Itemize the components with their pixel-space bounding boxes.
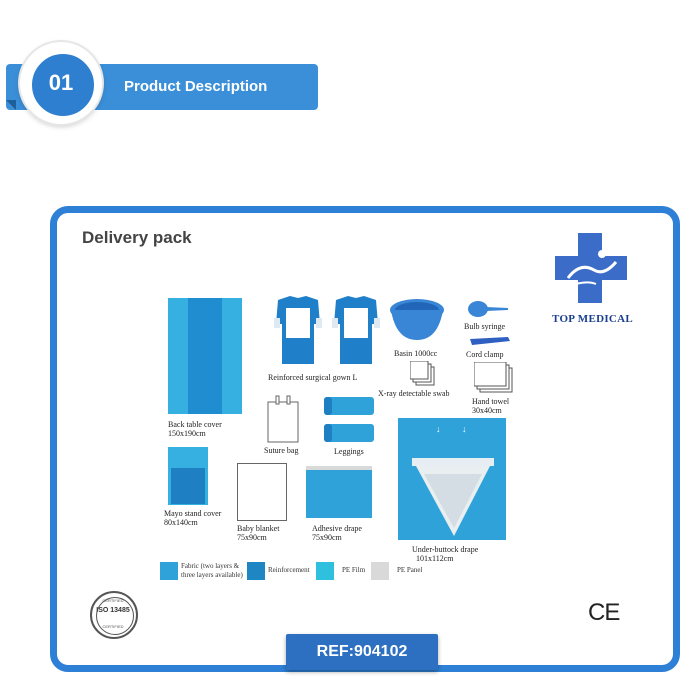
under-buttock-drape-size: 101x112cm [416, 554, 454, 563]
surgical-gown-image [274, 296, 380, 364]
number-badge-inner [30, 52, 96, 118]
iso-certified-bottom: CERTIFIED [102, 624, 124, 629]
mayo-stand-cover-size: 80x140cm [164, 518, 198, 527]
legend-label-pe-film: PE Film [342, 566, 366, 574]
legend-label-pe-panel: PE Panel [397, 566, 423, 574]
ref-number: REF:904102 [316, 643, 408, 660]
ref-box [286, 634, 438, 670]
legging-image [324, 424, 374, 442]
suture-bag-label: Suture bag [264, 446, 299, 455]
legend-swatch-pe-panel [371, 562, 389, 580]
logo-hands-icon [566, 250, 618, 287]
under-buttock-drape-label: Under-buttock drape [412, 545, 479, 554]
cord-clamp-label: Cord clamp [466, 350, 504, 359]
legend-label-fabric-2: three layers available) [181, 571, 243, 579]
legend-label-reinforcement: Reinforcement [268, 566, 310, 574]
pack-title: Delivery pack [82, 228, 192, 247]
section-title: Product Description [124, 78, 268, 95]
legging-cuff [324, 424, 332, 442]
legend-swatch-pe-film [316, 562, 334, 580]
basin-label: Basin 1000cc [394, 349, 438, 358]
iso-certified-top: CERTIFIED [102, 598, 124, 603]
iso-seal-inner [96, 597, 134, 635]
baby-blanket-label: Baby blanket [237, 524, 280, 533]
hand-towel-label: Hand towel [472, 397, 510, 406]
legging-image [324, 397, 374, 415]
xray-swab-image [410, 361, 435, 386]
hand-towel-size: 30x40cm [472, 406, 502, 415]
hand-towel-image [474, 362, 513, 393]
legend-label-fabric: Fabric (two layers & [181, 562, 240, 570]
logo-cutout [555, 233, 577, 255]
xray-swab-label: X-ray detectable swab [378, 389, 450, 398]
legend-swatch-fabric [160, 562, 178, 580]
svg-text:↓: ↓ [436, 424, 441, 434]
bulb-syringe-label: Bulb syringe [464, 322, 506, 331]
back-table-cover-label: Back table cover [168, 420, 222, 429]
cord-clamp-image [470, 337, 510, 345]
ribbon-fold [6, 100, 16, 110]
gown-label: Reinforced surgical gown L [268, 373, 358, 382]
adhesive-strip [306, 466, 372, 470]
back-table-cover-reinforcement [188, 298, 222, 414]
legend-swatch-reinforcement [247, 562, 265, 580]
suture-bag-image [267, 395, 299, 443]
section-number: 01 [48, 70, 74, 95]
under-buttock-pouch: ↓ ↓ [412, 424, 494, 536]
bulb-syringe-image [468, 301, 508, 317]
leggings-label: Leggings [334, 447, 364, 456]
baby-blanket-image [237, 463, 287, 521]
svg-text:↓: ↓ [462, 424, 467, 434]
iso-text: ISO 13485 [96, 607, 130, 614]
adhesive-drape-label: Adhesive drape [312, 524, 362, 533]
mayo-reinforcement [171, 468, 205, 504]
ribbon-tail [300, 64, 318, 110]
ce-mark: CE [588, 599, 620, 626]
adhesive-drape-size: 75x90cm [312, 533, 342, 542]
brand-name: TOP MEDICAL [552, 313, 634, 325]
baby-blanket-size: 75x90cm [237, 533, 267, 542]
basin-image [390, 299, 444, 340]
legging-cuff [324, 397, 332, 415]
logo-cutout [604, 281, 627, 303]
adhesive-drape-image [306, 466, 372, 518]
iso-seal [90, 591, 138, 639]
mayo-stand-cover-label: Mayo stand cover [164, 509, 222, 518]
back-table-cover-size: 150x190cm [168, 429, 206, 438]
